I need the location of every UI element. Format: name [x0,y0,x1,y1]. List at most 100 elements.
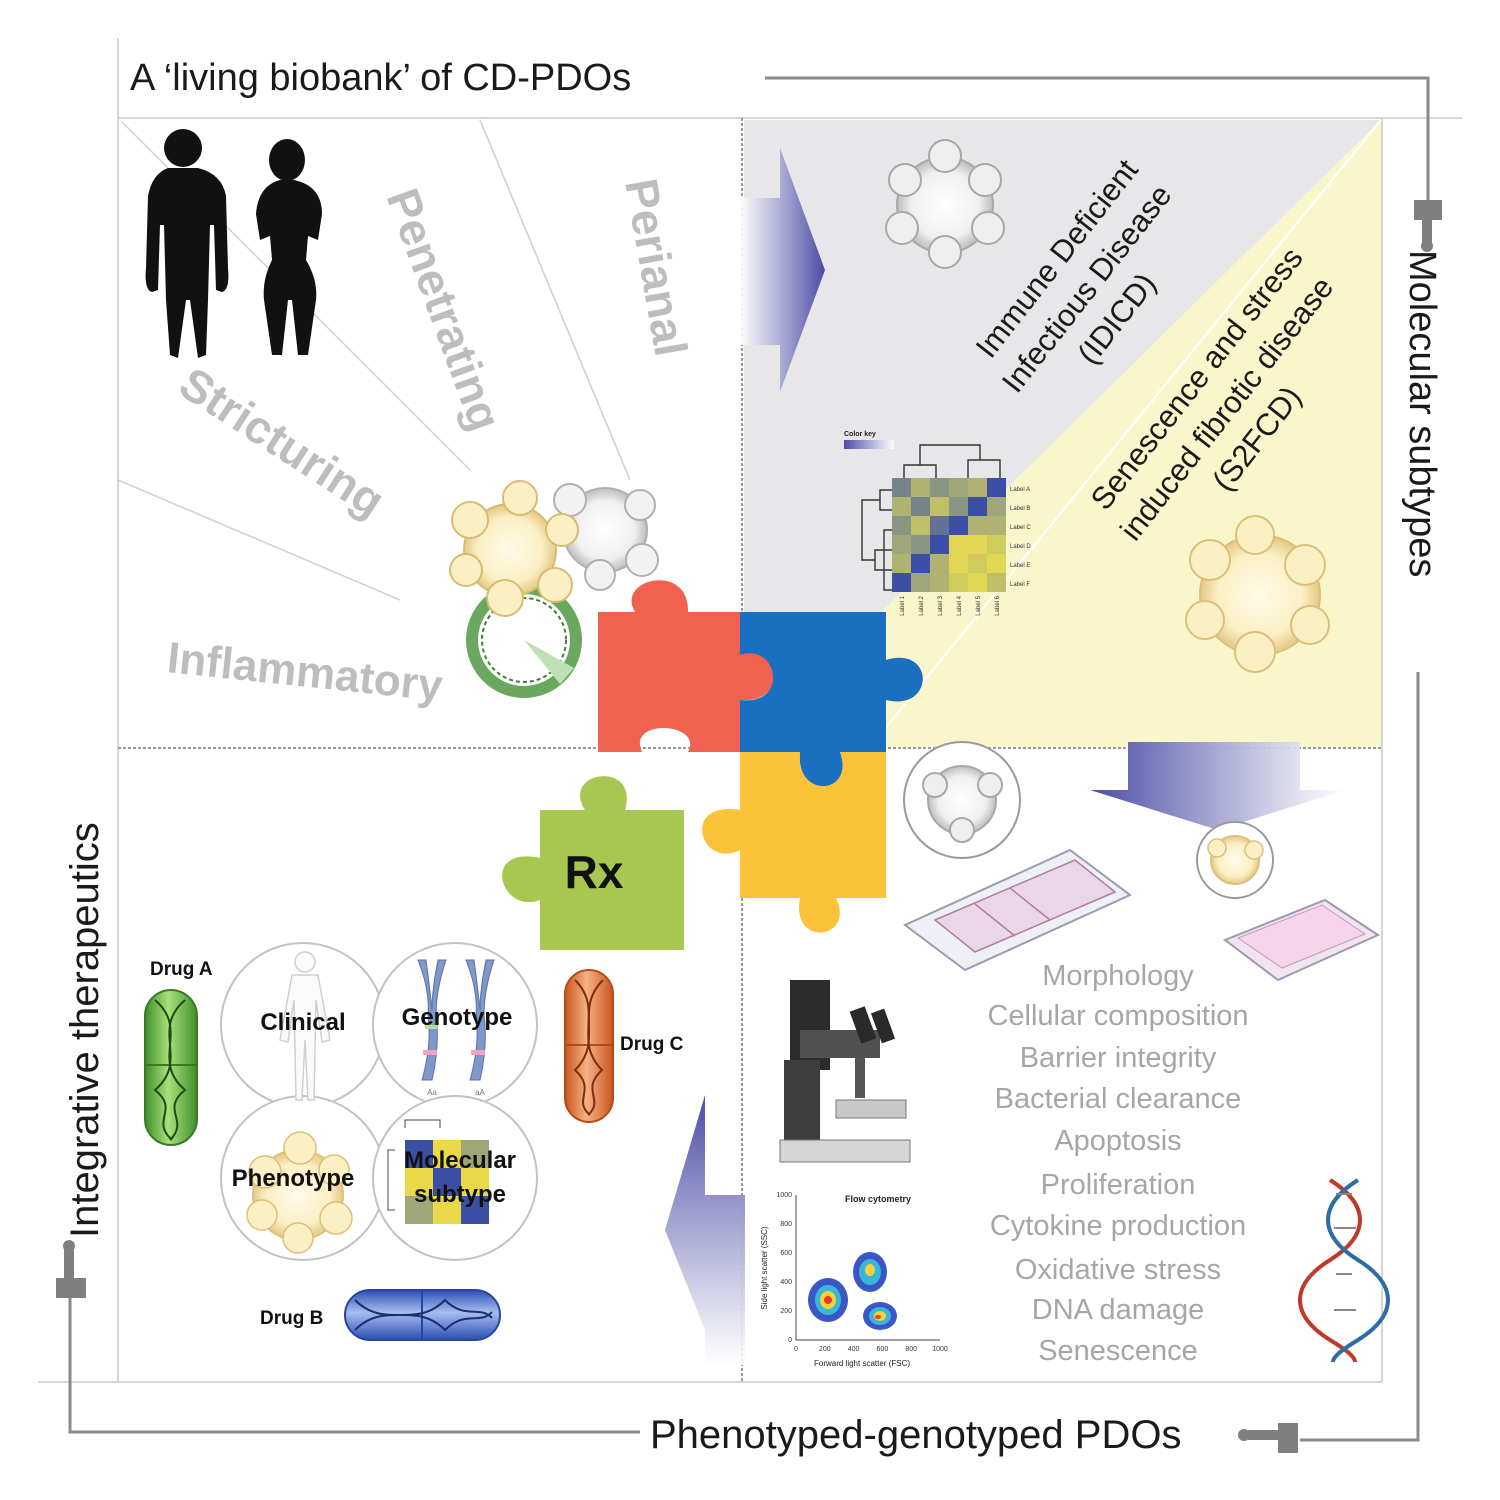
drug-c-label: Drug C [620,1034,684,1055]
arrow-left-shape [665,1095,745,1365]
heatmap-cell [892,497,911,516]
flow-ytick: 600 [780,1250,792,1257]
heatmap-cell [968,516,987,535]
organoid-cluster [449,480,659,698]
mini-heatmap-icon [387,1119,489,1224]
organoid-yellow-icon [449,480,579,617]
flow-cytometry-plot: Flow cytometry 0 200 400 600 800 1000 0 200 400… [760,1192,948,1368]
heatmap-row-label: Label A [1010,487,1030,493]
heatmap-cell [968,478,987,497]
flow-ytick: 800 [780,1221,792,1228]
drug-c-pill-icon [564,969,614,1123]
title-top: A ‘living biobank’ of CD-PDOs [130,57,631,99]
heatmap-cell [911,573,930,592]
title-right: Molecular subtypes [1401,250,1443,577]
label-genotype: Genotype [402,1004,513,1031]
assay-item: Senescence [1038,1335,1198,1367]
male-silhouette-icon [145,129,229,358]
pointing-hand-icon-right [1414,200,1442,252]
heatmap-cell [892,516,911,535]
title-bottom: Phenotyped-genotyped PDOs [650,1413,1181,1457]
chromosome-icon [417,959,495,1081]
dna-helix-icon [1298,1178,1390,1363]
puzzle: Rx [502,580,923,950]
flow-population-3 [863,1302,897,1330]
heatmap-col-label: Label 5 [976,595,982,615]
flow-title: Flow cytometry [845,1194,911,1204]
flow-xtick: 600 [877,1346,889,1353]
flow-xticks: 0 200 400 600 800 1000 [794,1346,948,1353]
assay-item: Morphology [1042,960,1194,992]
heatmap-cell [892,573,911,592]
allele-label-2: aA [475,1088,485,1097]
puzzle-piece-yellow [702,752,886,933]
heatmap-color-key-label: Color key [844,431,876,438]
heatmap-cell [930,478,949,497]
heatmap-cell [911,497,930,516]
heatmap-cell [949,478,968,497]
heatmap-cell [911,554,930,573]
assay-item: Apoptosis [1054,1125,1181,1157]
arrow-right-shape [740,148,825,392]
culture-slide-icon [903,741,1132,972]
heatmap-cell [987,516,1006,535]
label-inflammatory: Inflammatory [165,633,445,711]
drug-a-pill-icon [144,989,198,1146]
heatmap-cell [911,535,930,554]
flow-xtick: 1000 [932,1346,948,1353]
heatmap-cell [949,516,968,535]
drug-b-label: Drug B [260,1308,323,1329]
heatmap-row-label: Label D [1010,544,1031,550]
label-clinical: Clinical [260,1009,345,1036]
flow-xtick: 800 [905,1346,917,1353]
connector-lines [68,76,1430,1442]
label-penetrating: Penetrating [377,182,512,438]
assay-item: Bacterial clearance [995,1083,1242,1115]
organoid-yellow-s2fcd-icon [1185,515,1330,673]
heatmap-cell [987,497,1006,516]
allele-label-1: Aa [427,1088,437,1097]
heatmap-row-label: Label F [1010,582,1030,588]
flow-xtick: 0 [794,1346,798,1353]
heatmap-cell [930,573,949,592]
assay-item: Oxidative stress [1015,1254,1221,1286]
label-molecular-line1: Molecular [404,1147,516,1174]
title-left: Integrative therapeutics [63,822,107,1238]
heatmap-cell [911,478,930,497]
heatmap-cell [949,573,968,592]
heatmap-cell [987,535,1006,554]
flow-ytick: 0 [788,1337,792,1344]
heatmap-cell [892,478,911,497]
heatmap-cell [892,554,911,573]
assay-item: DNA damage [1032,1294,1205,1326]
label-molecular-line2: subtype [414,1181,506,1208]
flow-ytick: 200 [780,1308,792,1315]
drug-a-label: Drug A [150,959,213,980]
assay-item: Cellular composition [987,1000,1248,1032]
body-outline-icon [279,951,331,1101]
heatmap-cell [930,516,949,535]
assay-list: Morphology Cellular composition Barrier … [987,960,1248,1367]
heatmap-cell [911,516,930,535]
heatmap-col-label: Label 2 [919,595,925,615]
heatmap-cell [968,535,987,554]
flow-ytick: 1000 [776,1192,792,1199]
heatmap-row-label: Label B [1010,506,1030,512]
heatmap-cell [987,573,1006,592]
drug-b-pill-icon [344,1289,501,1341]
heatmap-cell [949,554,968,573]
heatmap-color-key [844,440,894,449]
puzzle-rx-label: Rx [565,846,624,898]
heatmap-col-label: Label 4 [957,595,963,615]
flow-xtick: 400 [848,1346,860,1353]
assay-item: Cytokine production [990,1210,1246,1242]
heatmap-cell [968,554,987,573]
puzzle-piece-green [502,776,684,950]
arrow-down-shape [1090,742,1345,830]
heatmap-dendrogram-left [861,489,892,591]
flow-xtick: 200 [819,1346,831,1353]
label-phenotype: Phenotype [232,1165,355,1192]
